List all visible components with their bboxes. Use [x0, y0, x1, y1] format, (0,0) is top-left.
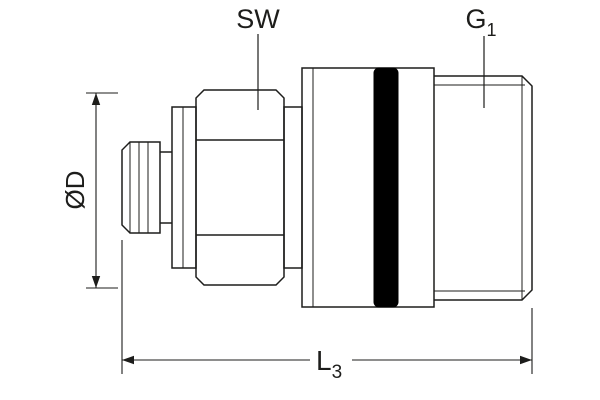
collar [283, 106, 303, 269]
length-label-sub: 3 [332, 362, 343, 383]
diameter-label: ØD [60, 171, 90, 210]
length-arrow-right [520, 355, 532, 365]
hex-nut-outline [195, 89, 285, 286]
washer [171, 106, 197, 269]
g1-label-main: G [465, 4, 486, 34]
diameter-arrow-up [91, 93, 101, 105]
length-label: L3 [316, 345, 342, 383]
labels-group: SW G1 [236, 4, 497, 110]
o-ring-seal [373, 67, 399, 308]
g1-label: G1 [465, 4, 496, 40]
length-label-main: L [316, 345, 332, 376]
fitting-body-group [121, 67, 533, 308]
g1-label-sub: 1 [487, 20, 497, 40]
stud-thread-outline [121, 141, 161, 234]
diameter-arrow-down [91, 276, 101, 288]
coupling-body [301, 67, 435, 308]
g1-thread-outline [434, 75, 533, 301]
length-dimension: L3 [121, 240, 533, 383]
sw-label: SW [236, 4, 280, 34]
diameter-dimension: ØD [60, 92, 118, 289]
length-arrow-left [122, 355, 134, 365]
